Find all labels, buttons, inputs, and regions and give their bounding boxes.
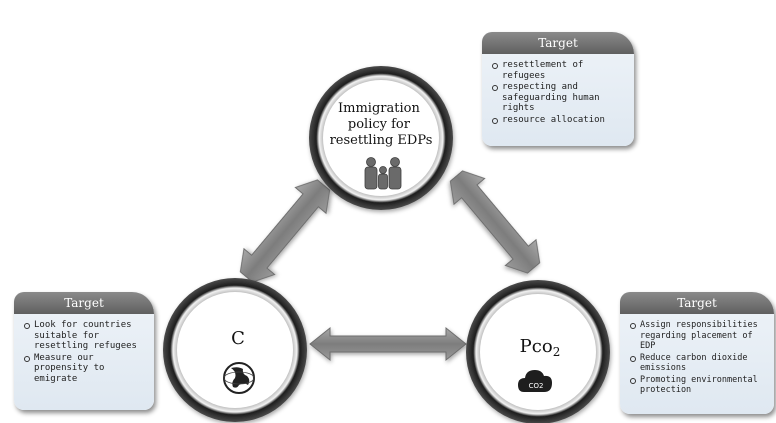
circle-left [163,278,307,422]
node-top-label: Immigration policy for resettling EDPs [330,101,433,148]
globe-icon [223,362,255,394]
arrow-top-left [239,179,331,283]
co2-icon-text: CO2 [529,382,544,390]
arrow-top-right [449,170,541,274]
target-heading: Target [482,32,634,54]
circle-right [466,280,610,423]
target-heading: Target [620,292,774,314]
co2-cloud-icon: CO2 [518,370,552,392]
node-right-label: Pco2 [520,336,561,359]
family-icon [364,157,402,190]
node-left-label: C [231,328,245,349]
circle-top [309,66,453,210]
target-heading: Target [14,292,154,314]
arrow-bottom [309,326,467,362]
list-item: resource allocation [492,115,626,126]
